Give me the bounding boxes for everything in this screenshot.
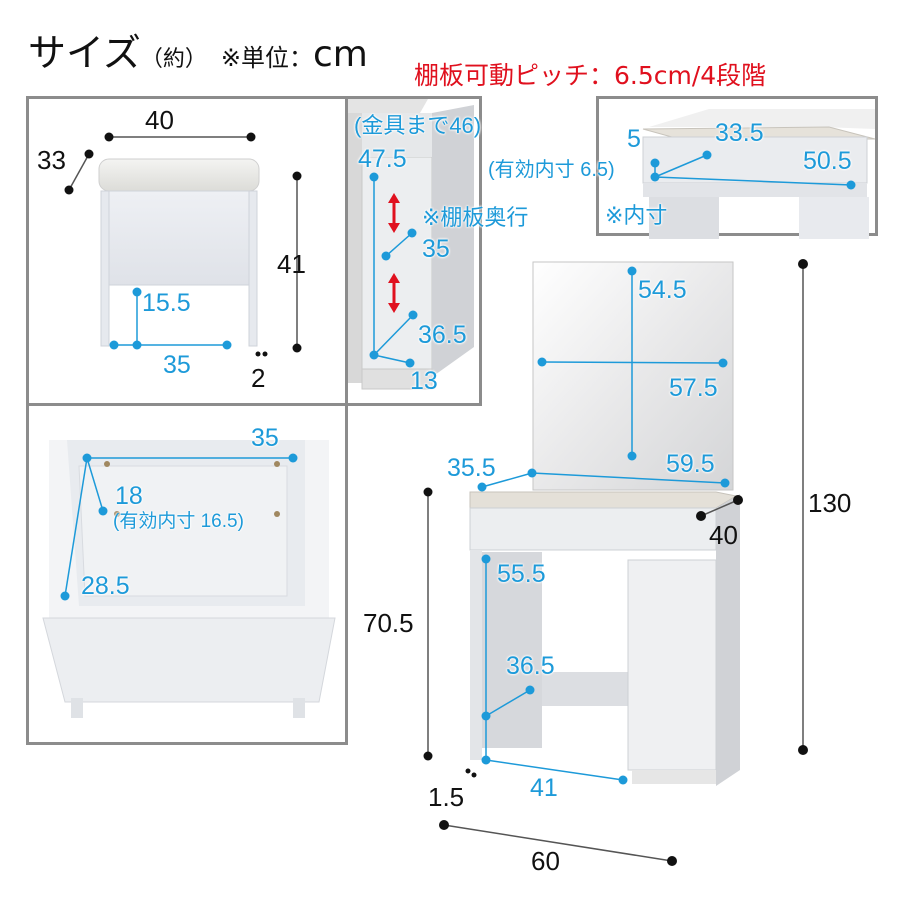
knee-width-label: 41	[530, 774, 558, 802]
shelf-adjust-arrow-icon	[388, 193, 400, 313]
stool-width-label: 40	[145, 105, 174, 135]
drawer-inner-drawing	[642, 109, 876, 239]
mirror-height-label: 54.5	[638, 276, 687, 304]
drawer-width-label: 50.5	[803, 147, 852, 175]
shelf-depth-note: ※棚板奥行	[422, 205, 529, 230]
floor-gap-label: 1.5	[428, 782, 465, 812]
stool-inside-height-label: 18	[115, 482, 143, 510]
stool-height-label: 41	[277, 249, 306, 279]
drawer-depth-label: 33.5	[715, 119, 764, 147]
total-height-label: 130	[808, 488, 852, 518]
dresser-width-label: 60	[531, 846, 560, 876]
top-depth-label: 35.5	[447, 454, 496, 482]
stool-inside-effective-label: (有効内寸 16.5)	[113, 511, 244, 532]
dresser-depth-label: 40	[709, 520, 738, 550]
stool-inside-panel: 35 18 (有効内寸 16.5) 28.5	[26, 403, 348, 745]
drawer-inner-note: ※内寸	[605, 203, 668, 228]
stool-inside-width-label: 35	[251, 424, 279, 452]
drawer-height-label: 5	[627, 125, 641, 153]
stool-front-drawing	[64, 132, 302, 357]
knee-height-label: 55.5	[497, 560, 546, 588]
stool-depth-label: 33	[37, 145, 66, 175]
stool-leg-gap-label: 2	[251, 363, 266, 393]
stool-inside-drawing	[42, 440, 336, 718]
desk-height-label: 70.5	[363, 608, 414, 638]
shelf-side-panel: (金具まで46) 47.5 ※棚板奥行 35 36.5 13	[345, 96, 528, 406]
shelf-depth-lower-label: 36.5	[418, 321, 467, 349]
knee-depth-label: 36.5	[506, 652, 555, 680]
shelf-depth-upper-label: 35	[422, 235, 450, 263]
shelf-side-drawing	[348, 99, 474, 390]
top-width-label: 59.5	[666, 450, 715, 478]
stool-inside-depth-label: 28.5	[81, 572, 130, 600]
page-title: サイズ（約）※単位：cm	[28, 31, 368, 75]
shelf-pitch-note: 棚板可動ピッチ：6.5cm/4段階	[414, 61, 767, 90]
stool-front-panel: 40 33 41 15.5 35 2	[26, 96, 348, 406]
drawer-effective-height-label: (有効内寸 6.5)	[488, 159, 615, 181]
shelf-bottom-label: 13	[410, 367, 438, 395]
mirror-width-label: 57.5	[669, 374, 718, 402]
shelf-height-label: 47.5	[358, 145, 407, 173]
shelf-to-hardware-label: (金具まで46)	[354, 113, 482, 138]
drawer-inner-panel: 5 33.5 50.5 ※内寸	[596, 96, 878, 239]
stool-inner-width-label: 35	[163, 351, 191, 379]
stool-inner-height-label: 15.5	[142, 289, 191, 317]
